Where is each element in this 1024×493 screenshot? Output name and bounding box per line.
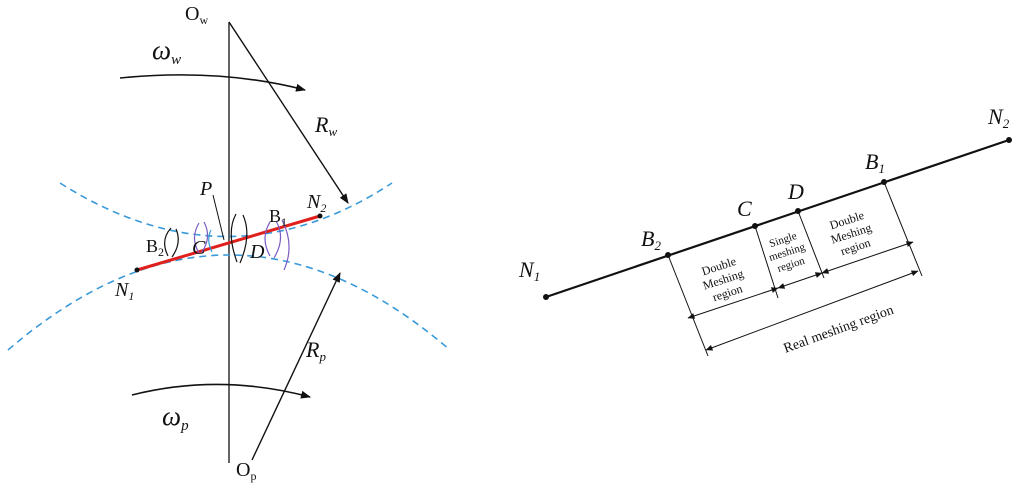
label-n1-left: N1	[114, 279, 134, 303]
line-of-action	[136, 214, 321, 272]
p-leader-line	[212, 194, 225, 241]
n1-point-right	[543, 294, 549, 300]
label-o-p: Op	[236, 459, 256, 483]
radius-rw-arrow	[228, 21, 349, 204]
label-omega-w: ωw	[152, 35, 181, 68]
label-b1-left: B1	[269, 206, 287, 229]
label-r-p: Rp	[305, 337, 326, 364]
omega-p-rotation-arrow	[131, 383, 311, 399]
label-c-right: C	[737, 196, 752, 221]
double-meshing-region-right-label: Double Meshing region	[828, 208, 873, 258]
omega-w-rotation-arrow	[119, 74, 306, 92]
label-b1-right: B1	[865, 149, 885, 176]
label-b2-right: B2	[641, 226, 661, 253]
label-d-right: D	[787, 179, 804, 204]
label-omega-p: ωp	[162, 401, 189, 434]
label-n1-right: N1	[518, 257, 540, 284]
dim-real-arrow	[705, 270, 919, 351]
label-d-left: D	[249, 241, 265, 263]
right-meshing-diagram: N1 B2 C D B1 N2 Double Meshing region Si…	[518, 104, 1012, 357]
real-meshing-region-label: Real meshing region	[782, 303, 896, 357]
label-o-w: Ow	[185, 3, 208, 27]
n1-n2-line	[545, 138, 1010, 299]
dim-single-arrow	[777, 272, 823, 289]
label-b2-left: B2	[146, 236, 164, 259]
tooth-profiles	[164, 213, 290, 271]
dim-double-right-arrow	[821, 241, 914, 274]
n1-point	[134, 267, 140, 273]
radius-rp-arrow	[251, 272, 341, 461]
label-n2-left: N2	[306, 191, 326, 215]
label-r-w: Rw	[314, 112, 337, 139]
single-meshing-region-label: Single meshing region	[768, 230, 808, 275]
label-n2-right: N2	[987, 104, 1010, 131]
double-meshing-region-left-label: Double Meshing region	[700, 254, 745, 304]
wheel-pitch-circle	[59, 182, 393, 238]
label-p: P	[199, 178, 212, 200]
left-gear-diagram: Ow ωw Rw P N2 B1 B2 C D N1 Rp ωp Op	[7, 3, 451, 483]
label-c-left: C	[192, 237, 206, 259]
n2-point-right	[1006, 137, 1012, 143]
pinion-pitch-circle	[7, 254, 451, 351]
n2-point	[317, 213, 323, 219]
